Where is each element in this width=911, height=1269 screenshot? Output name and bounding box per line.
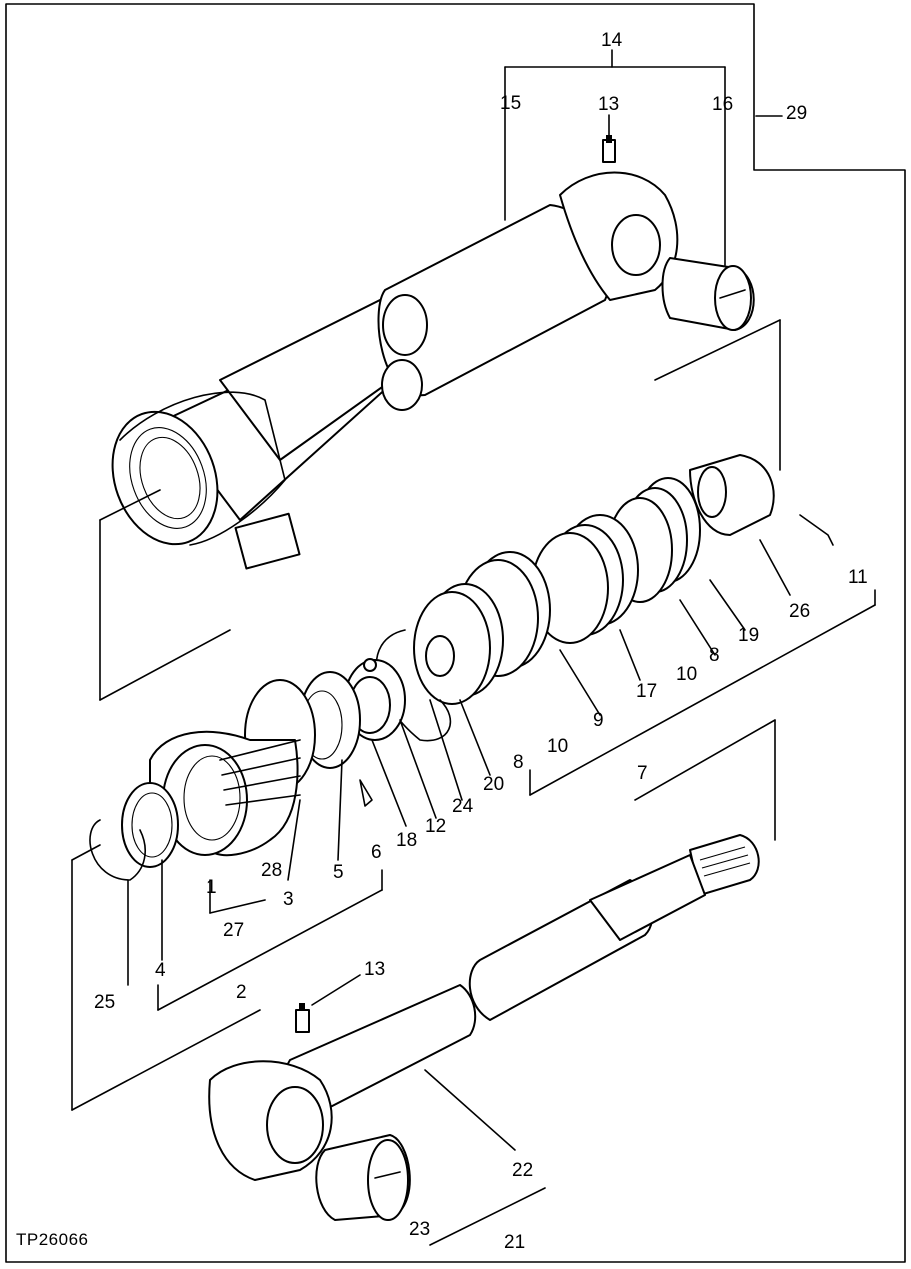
piston-and-seals (89, 454, 834, 881)
callout-19: 19 (738, 625, 759, 646)
callout-3: 3 (283, 889, 294, 910)
callout-10-upper: 10 (676, 664, 697, 685)
figure-id: TP26066 (16, 1230, 89, 1249)
callout-13-top: 13 (598, 94, 619, 115)
piston-rod (208, 834, 760, 1221)
diagram-frame (5, 3, 906, 1263)
leader-lines (71, 49, 876, 1246)
callout-20: 20 (483, 774, 504, 795)
callout-21: 21 (504, 1232, 525, 1253)
callout-26: 26 (789, 601, 810, 622)
cylinder-barrel (111, 135, 755, 570)
callout-11: 11 (848, 567, 868, 588)
callout-9: 9 (593, 710, 604, 731)
callout-2: 2 (236, 982, 247, 1003)
callout-24: 24 (452, 796, 474, 817)
callout-labels: 14 15 13 16 29 11 26 19 8 10 17 9 10 7 8… (94, 30, 868, 1253)
callout-22: 22 (512, 1160, 533, 1181)
callout-8-upper: 8 (709, 645, 720, 666)
callout-18: 18 (396, 830, 417, 851)
callout-29: 29 (786, 103, 807, 124)
callout-8-lower: 8 (513, 752, 524, 773)
callout-15: 15 (500, 93, 521, 114)
callout-1: 1 (206, 877, 217, 898)
callout-25: 25 (94, 992, 115, 1013)
callout-16: 16 (712, 94, 733, 115)
callout-23: 23 (409, 1219, 430, 1240)
callout-4: 4 (155, 960, 166, 981)
callout-17: 17 (636, 681, 657, 702)
callout-6: 6 (371, 842, 382, 863)
callout-14: 14 (601, 30, 623, 51)
callout-10-lower: 10 (547, 736, 568, 757)
callout-7: 7 (637, 763, 648, 784)
callout-13-bottom: 13 (364, 959, 385, 980)
callout-28: 28 (261, 860, 282, 881)
callout-27: 27 (223, 920, 244, 941)
callout-5: 5 (333, 862, 344, 883)
callout-12: 12 (425, 816, 446, 837)
